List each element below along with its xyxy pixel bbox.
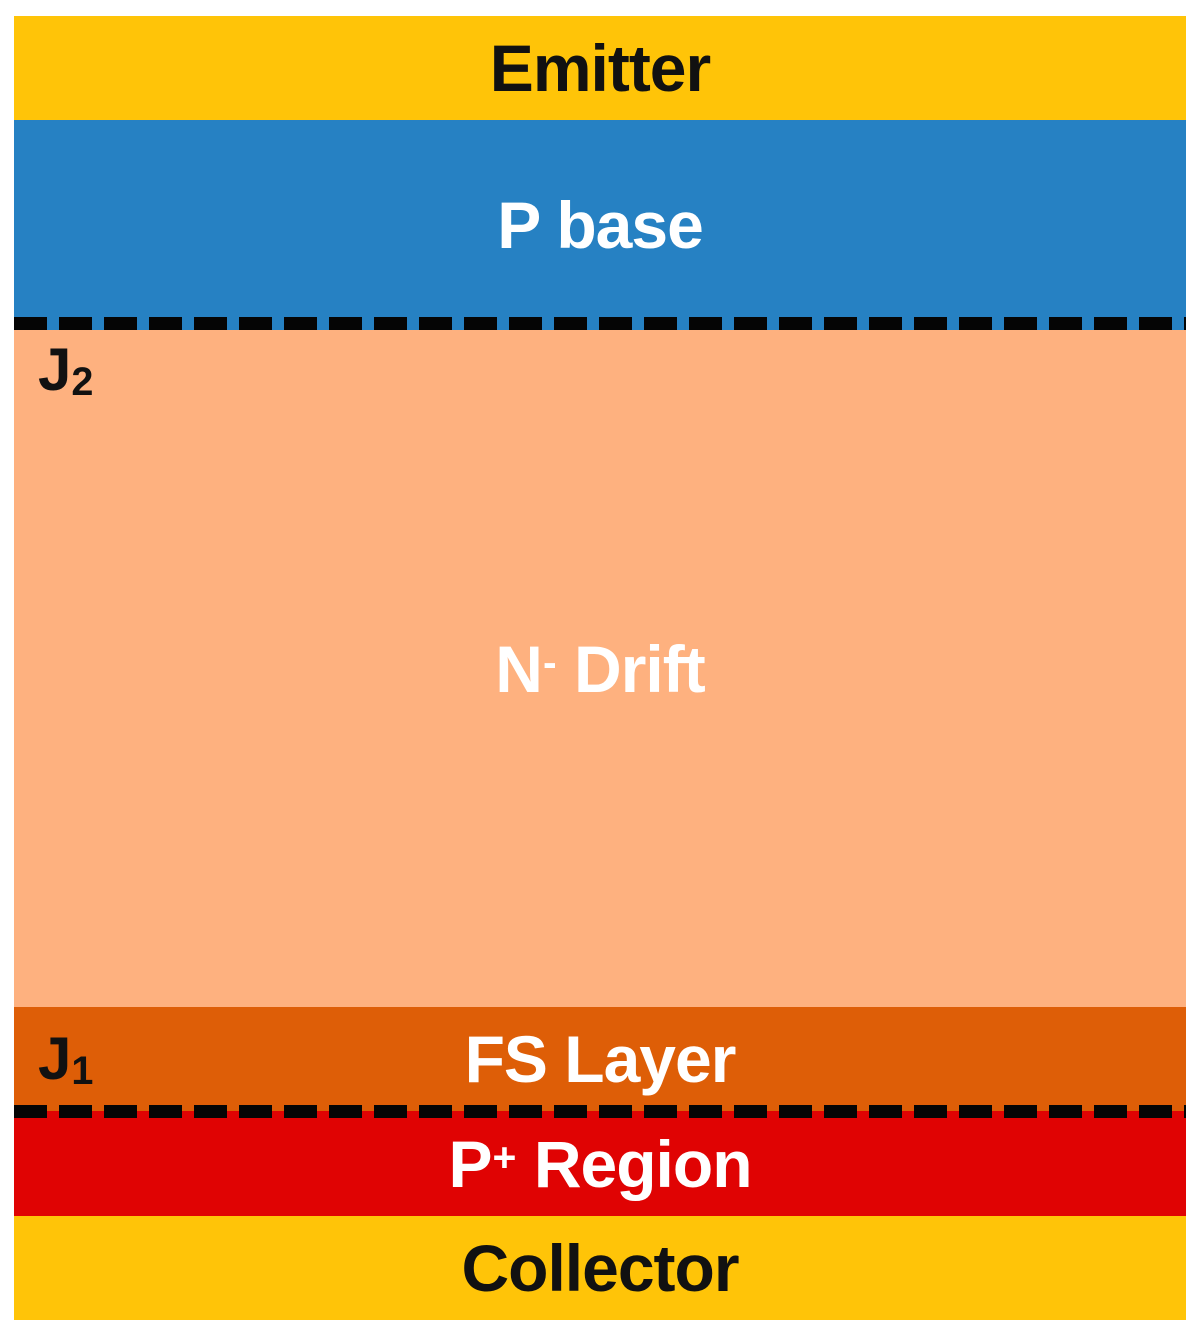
- layer-stack: Emitter P base J2 N-Drift J1 FS Layer P+…: [14, 16, 1186, 1320]
- layer-p-base: P base: [14, 120, 1186, 330]
- p-base-label: P base: [497, 188, 704, 262]
- junction-j2-subscript: 2: [71, 359, 94, 404]
- junction-j1-subscript: 1: [71, 1048, 94, 1093]
- n-drift-label: N-Drift: [495, 636, 705, 702]
- fs-layer-label: FS Layer: [464, 1022, 737, 1096]
- layer-fs: J1 FS Layer: [14, 1007, 1186, 1111]
- junction-j1-letter: J: [38, 1025, 72, 1092]
- layer-n-drift: J2 N-Drift: [14, 330, 1186, 1007]
- layer-emitter: Emitter: [14, 16, 1186, 120]
- collector-label: Collector: [461, 1231, 739, 1305]
- p-plus-label-superscript: +: [492, 1133, 517, 1180]
- junction-j1-label: J1: [38, 1029, 93, 1091]
- junction-j2-letter: J: [38, 336, 72, 403]
- p-plus-label-rest: Region: [533, 1126, 753, 1201]
- n-drift-label-rest: Drift: [574, 631, 706, 706]
- emitter-label: Emitter: [489, 31, 711, 105]
- p-plus-label-base: P: [448, 1126, 492, 1201]
- layer-collector: Collector: [14, 1216, 1186, 1320]
- p-plus-region-label: P+Region: [448, 1131, 752, 1197]
- layer-p-plus-region: P+ Region: [14, 1111, 1186, 1216]
- junction-j2-label: J2: [38, 340, 93, 402]
- n-drift-label-base: N: [495, 631, 543, 706]
- n-drift-label-superscript: -: [542, 638, 557, 685]
